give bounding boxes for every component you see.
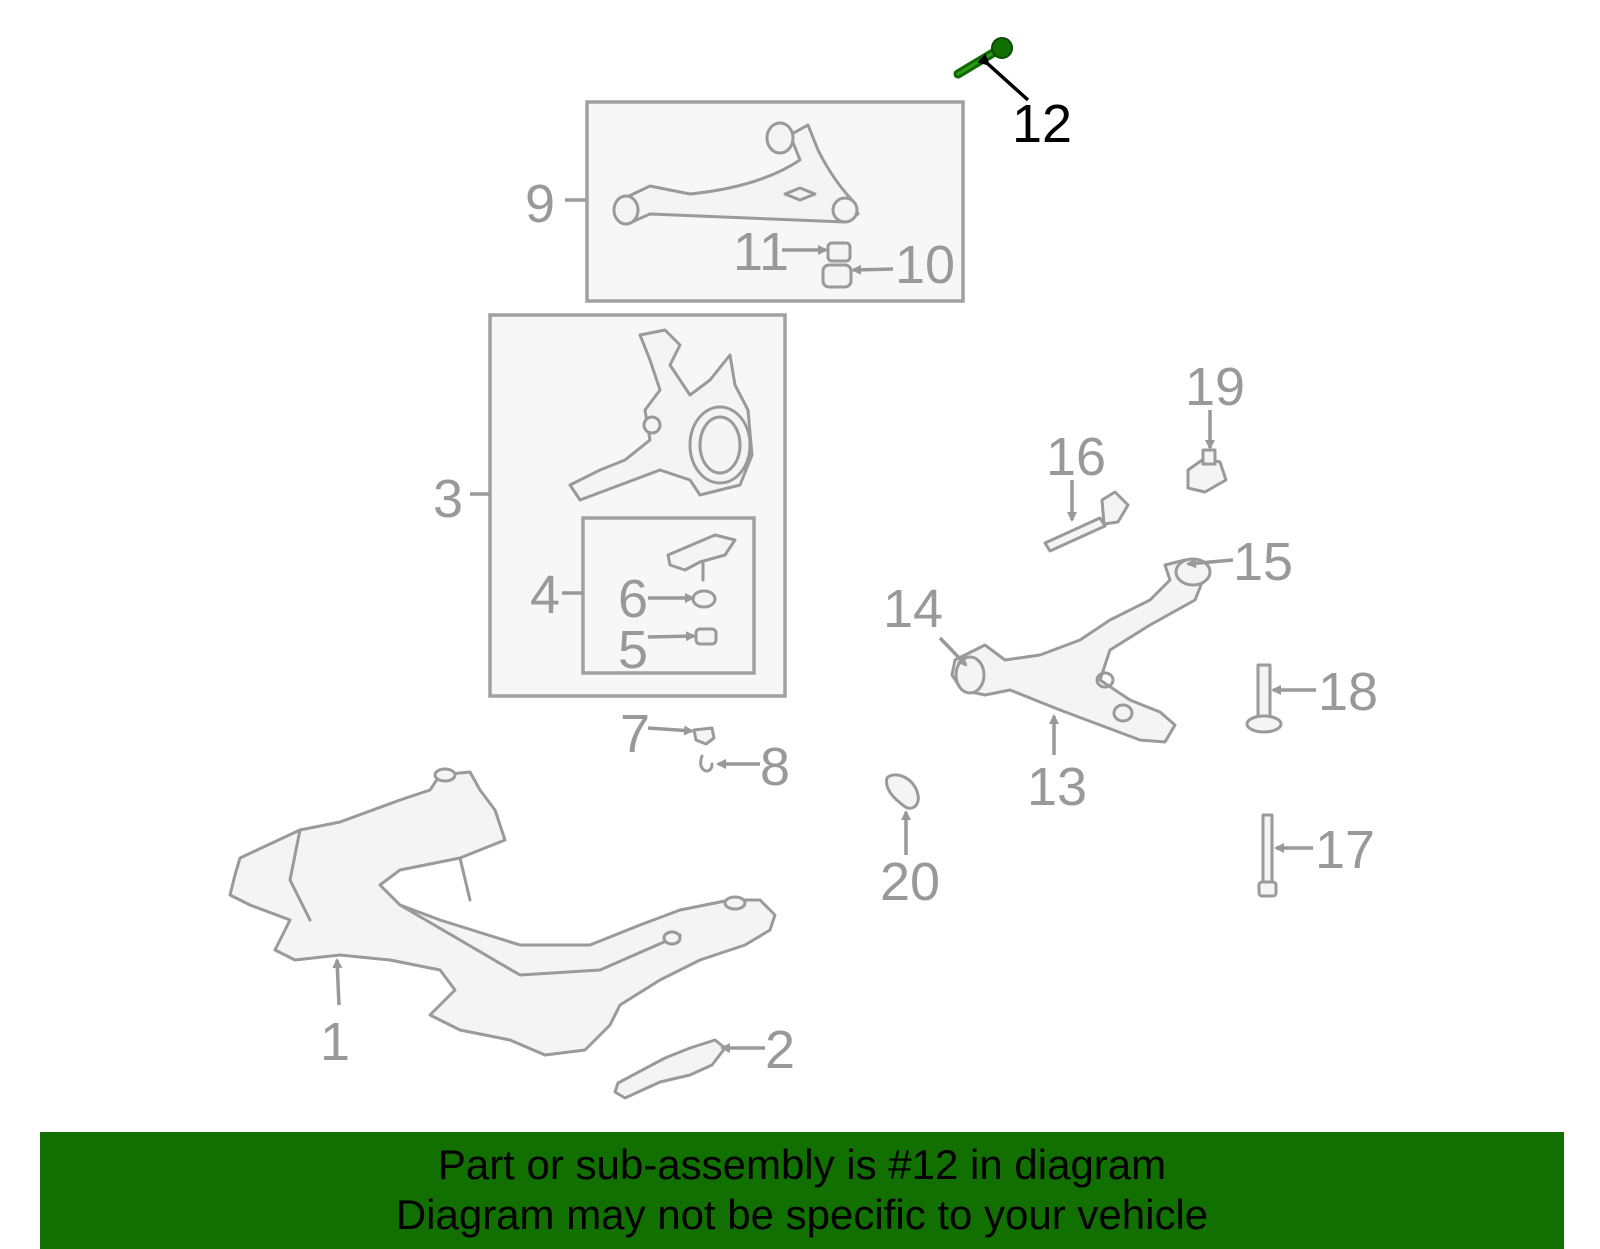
part-10-bushing[interactable] [821,263,853,289]
part-19-mount[interactable] [1186,448,1228,494]
part-16-bolt[interactable] [1043,490,1130,553]
callout-16: 16 [1046,427,1106,487]
part-7-nut[interactable] [692,726,716,746]
callout-20: 20 [880,852,940,912]
callout-7: 7 [620,704,650,764]
callout-2: 2 [765,1020,795,1080]
part-9-upper-control-arm[interactable] [612,121,860,226]
callout-18: 18 [1318,662,1378,722]
callout-17: 17 [1315,820,1375,880]
part-4-ball-joint[interactable] [666,533,737,582]
part-2-stiffener-plate[interactable] [613,1038,727,1100]
callout-12: 12 [1012,94,1072,154]
part-11-bushing[interactable] [826,241,852,263]
callout-4: 4 [530,565,560,625]
callout-8: 8 [760,737,790,797]
part-5-clip[interactable] [694,627,718,646]
banner-line-2: Diagram may not be specific to your vehi… [395,1191,1209,1238]
callout-13: 13 [1027,757,1087,817]
callout-11: 11 [733,222,789,282]
part-18-stud[interactable] [1245,663,1283,734]
callout-1: 1 [320,1012,350,1072]
part-1-subframe[interactable] [228,767,777,1057]
part-6-boot[interactable] [691,589,717,609]
callout-14: 14 [883,579,943,639]
callout-15: 15 [1233,532,1293,592]
parts-diagram: 12 9 11 10 3 4 6 5 [228,37,1378,1100]
callout-6: 6 [618,569,648,629]
banner-line-1: Part or sub-assembly is #12 in diagram [437,1141,1167,1188]
part-20-cap[interactable] [885,773,920,810]
callout-9: 9 [525,174,555,234]
notice-banner: Part or sub-assembly is #12 in diagram D… [40,1132,1564,1249]
part-3-steering-knuckle[interactable] [568,328,754,502]
part-12-bolt[interactable] [953,37,1030,102]
part-17-bolt[interactable] [1257,813,1278,898]
callout-19: 19 [1185,357,1245,417]
part-8-cotter-pin[interactable] [699,754,714,773]
callout-3: 3 [433,469,463,529]
part-13-lower-control-arm[interactable] [950,557,1212,744]
callout-5: 5 [618,620,648,680]
callout-10: 10 [895,235,955,295]
